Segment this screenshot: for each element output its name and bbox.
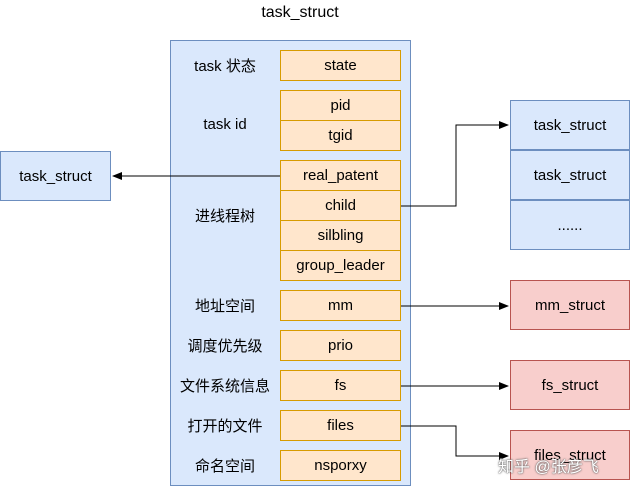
field-pid: pid <box>280 90 401 121</box>
child-ellipsis-box: ...... <box>510 200 630 250</box>
arrow-files <box>401 425 509 460</box>
field-group-leader: group_leader <box>280 250 401 281</box>
diagram-title: task_struct <box>261 4 339 21</box>
label-open-files: 打开的文件 <box>187 418 263 435</box>
label-address-space: 地址空间 <box>194 298 255 315</box>
field-fs: fs <box>280 370 401 401</box>
files-struct-box: files_struct <box>510 430 630 480</box>
label-priority: 调度优先级 <box>187 338 263 355</box>
field-child: child <box>280 190 401 221</box>
child-task-struct-box: task_struct <box>510 150 630 200</box>
field-state: state <box>280 50 401 81</box>
field-files: files <box>280 410 401 441</box>
field-nsproxy: nsporxy <box>280 450 401 481</box>
field-sibling: silbling <box>280 220 401 251</box>
label-task-id: task id <box>203 116 247 133</box>
watermark: 知乎 @张彦飞 <box>498 459 599 476</box>
mm-struct-box: mm_struct <box>510 280 630 330</box>
parent-task-struct-box: task_struct <box>0 151 111 201</box>
arrow-child-list <box>401 121 509 207</box>
label-task-state: task 状态 <box>194 58 256 75</box>
field-prio: prio <box>280 330 401 361</box>
label-fs-info: 文件系统信息 <box>179 378 270 395</box>
field-mm: mm <box>280 290 401 321</box>
child-task-struct-box: task_struct <box>510 100 630 150</box>
label-namespace: 命名空间 <box>194 458 255 475</box>
label-process-tree: 进线程树 <box>194 208 255 225</box>
field-tgid: tgid <box>280 120 401 151</box>
fs-struct-box: fs_struct <box>510 360 630 410</box>
